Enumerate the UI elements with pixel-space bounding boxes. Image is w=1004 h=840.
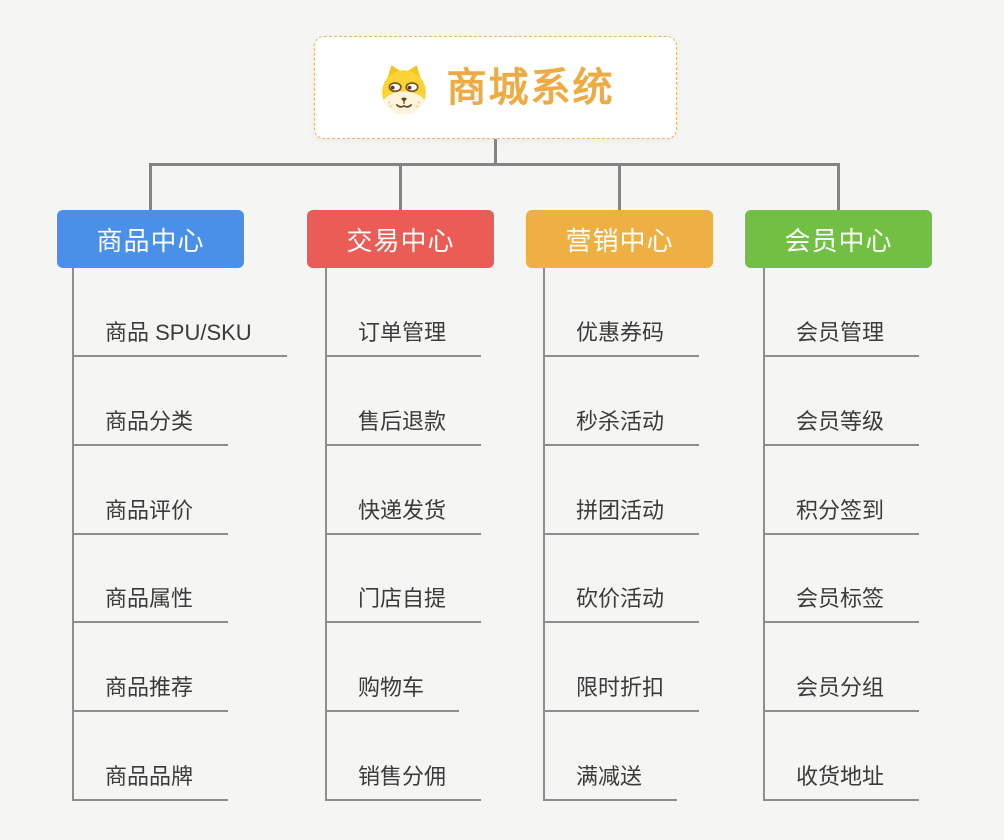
item-node[interactable]: 会员等级 <box>763 407 920 446</box>
item-node[interactable]: 收货地址 <box>763 762 920 801</box>
connector-drop-marketing <box>618 163 621 211</box>
connector-root-stem <box>494 139 497 164</box>
branch-node-product-center[interactable]: 商品中心 <box>57 210 244 268</box>
shiba-dog-icon <box>377 61 431 115</box>
item-node[interactable]: 商品推荐 <box>72 673 229 712</box>
item-node[interactable]: 拼团活动 <box>543 496 700 535</box>
connector-drop-member <box>837 163 840 211</box>
item-node[interactable]: 会员管理 <box>763 318 920 357</box>
item-node[interactable]: 售后退款 <box>325 407 482 446</box>
item-node[interactable]: 购物车 <box>325 673 460 712</box>
item-node[interactable]: 商品 SPU/SKU <box>72 318 287 357</box>
connector-drop-trade <box>399 163 402 211</box>
connector-horizontal-bar <box>149 163 840 166</box>
item-node[interactable]: 销售分佣 <box>325 762 482 801</box>
item-node[interactable]: 积分签到 <box>763 496 920 535</box>
connector-drop-product <box>149 163 152 211</box>
branch-node-member-center[interactable]: 会员中心 <box>745 210 932 268</box>
item-node[interactable]: 商品评价 <box>72 496 229 535</box>
item-node[interactable]: 会员分组 <box>763 673 920 712</box>
item-node[interactable]: 限时折扣 <box>543 673 700 712</box>
item-node[interactable]: 商品分类 <box>72 407 229 446</box>
item-node[interactable]: 商品品牌 <box>72 762 229 801</box>
branch-node-trade-center[interactable]: 交易中心 <box>307 210 494 268</box>
item-node[interactable]: 砍价活动 <box>543 584 700 623</box>
root-title: 商城系统 <box>446 65 615 110</box>
item-node[interactable]: 门店自提 <box>325 584 482 623</box>
item-node[interactable]: 订单管理 <box>325 318 482 357</box>
branch-items-member: 会员管理 会员等级 积分签到 会员标签 会员分组 收货地址 <box>763 268 1004 808</box>
item-node[interactable]: 秒杀活动 <box>543 407 700 446</box>
root-node[interactable]: 商城系统 <box>314 36 677 139</box>
branch-node-marketing-center[interactable]: 营销中心 <box>526 210 713 268</box>
item-node[interactable]: 会员标签 <box>763 584 920 623</box>
item-node[interactable]: 商品属性 <box>72 584 229 623</box>
branch-items-product: 商品 SPU/SKU 商品分类 商品评价 商品属性 商品推荐 商品品牌 <box>72 268 332 808</box>
branch-items-trade: 订单管理 售后退款 快递发货 门店自提 购物车 销售分佣 <box>325 268 585 808</box>
item-node[interactable]: 优惠券码 <box>543 318 700 357</box>
branch-items-marketing: 优惠券码 秒杀活动 拼团活动 砍价活动 限时折扣 满减送 <box>543 268 803 808</box>
item-node[interactable]: 快递发货 <box>325 496 482 535</box>
item-node[interactable]: 满减送 <box>543 762 678 801</box>
